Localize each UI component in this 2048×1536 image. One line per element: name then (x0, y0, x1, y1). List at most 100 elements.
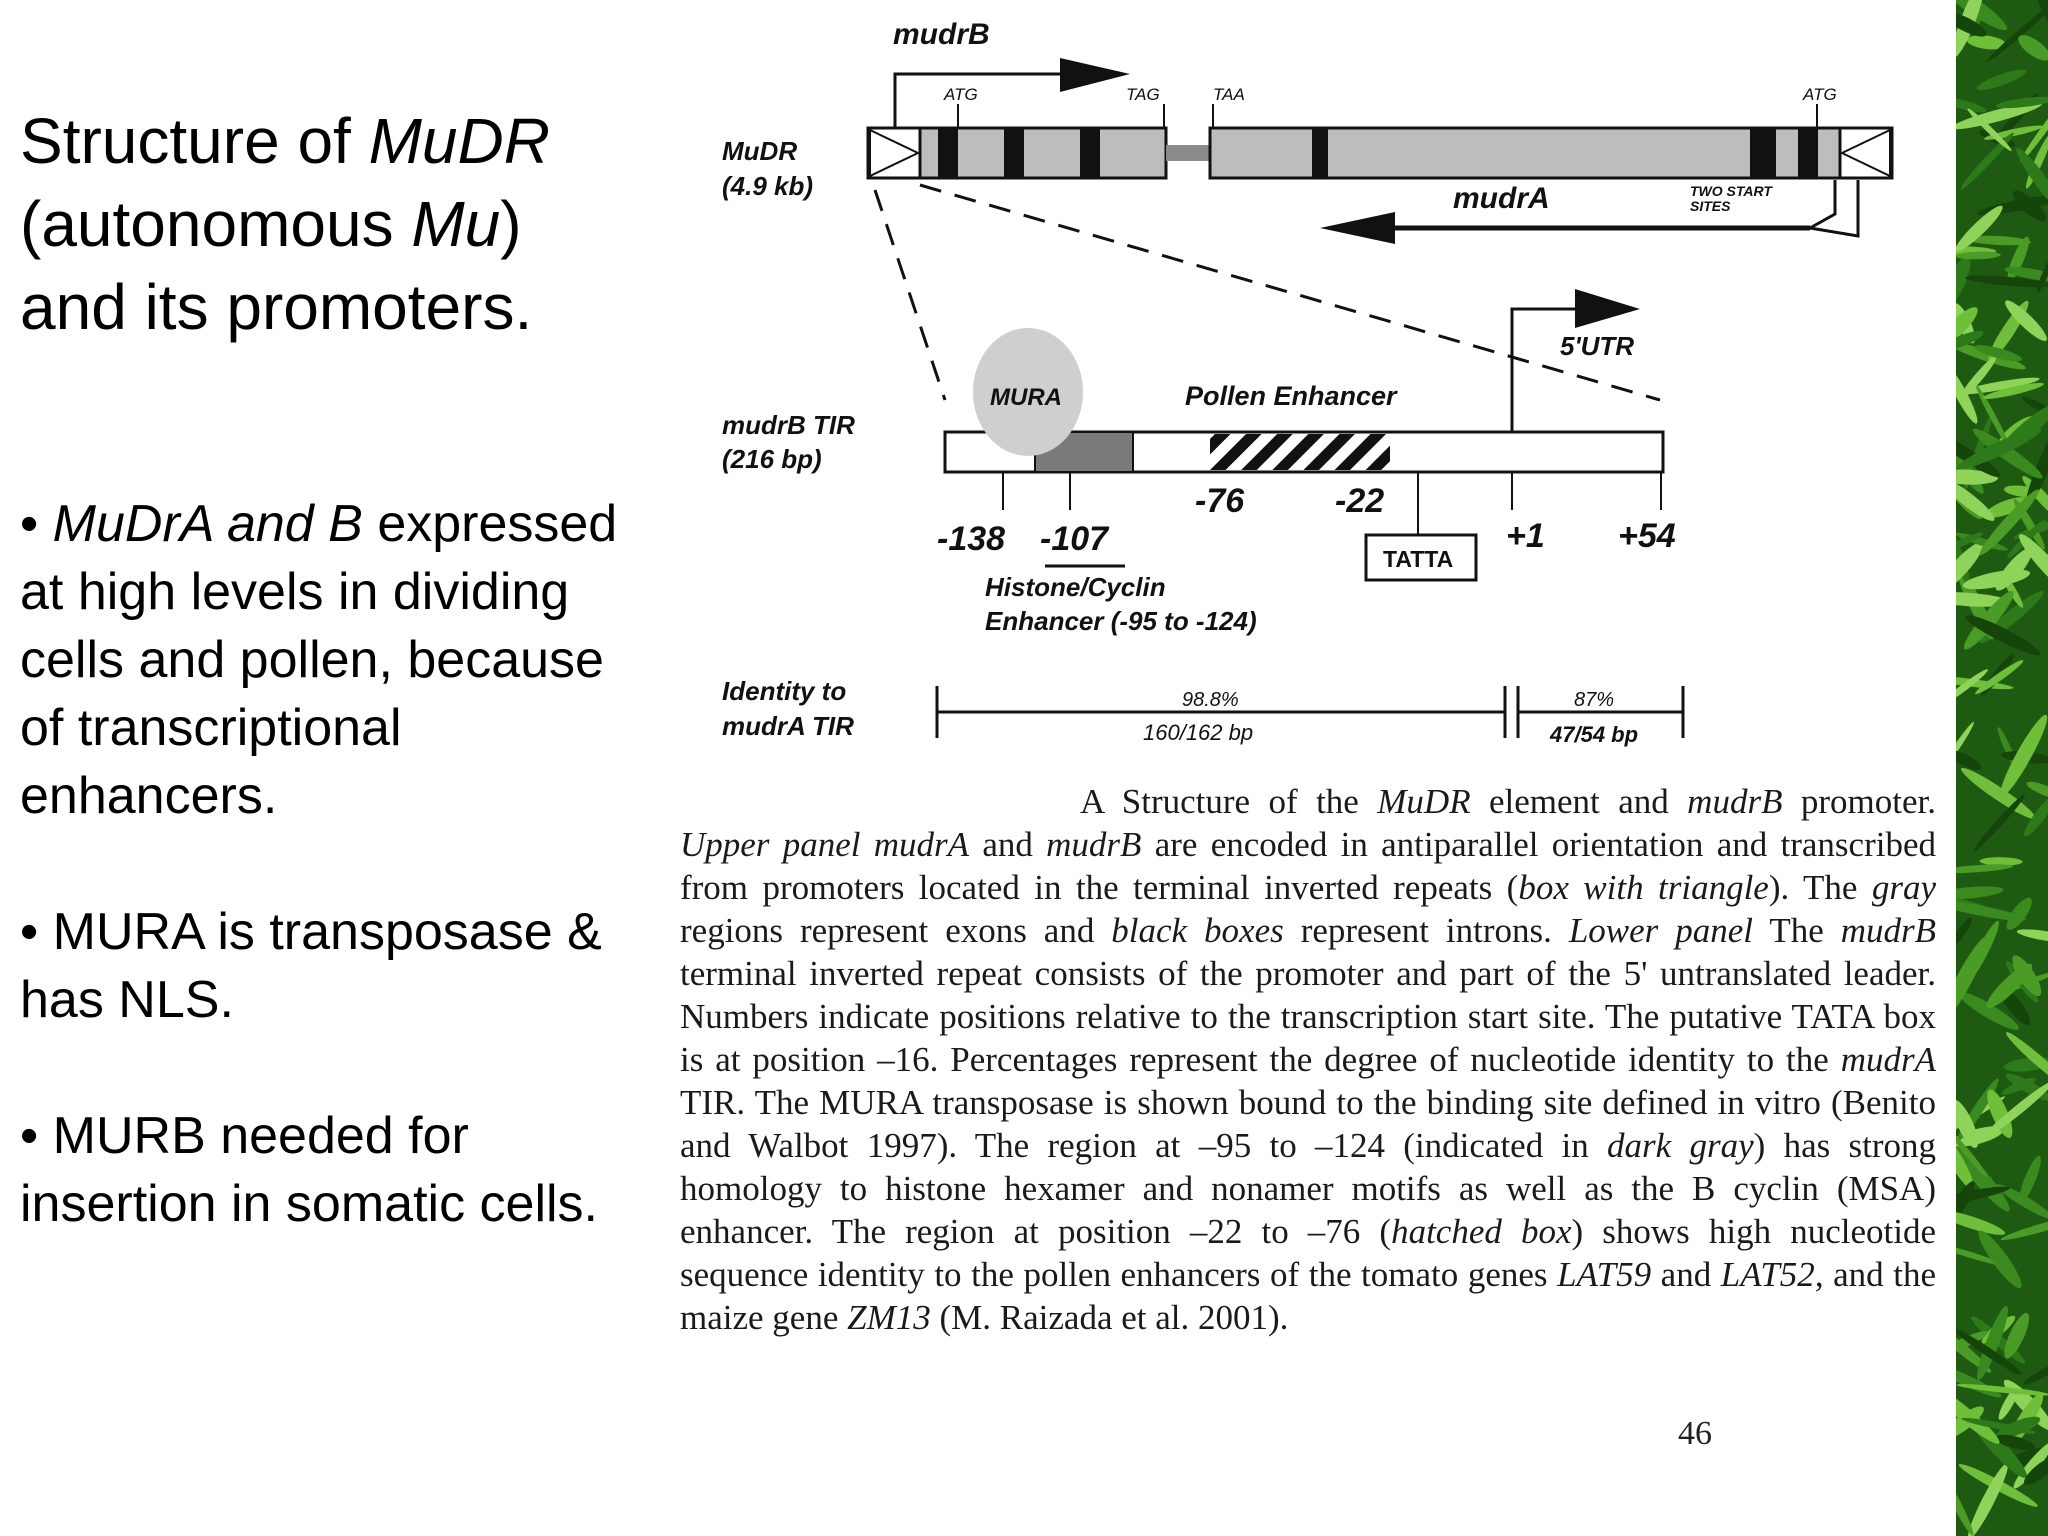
caption-text: element and (1470, 782, 1688, 821)
two-start-sites-line2: SITES (1690, 198, 1731, 214)
caption-text: and (1651, 1255, 1721, 1294)
title-mudr: MuDR (368, 105, 550, 177)
bamboo-leaf (1956, 749, 1982, 771)
bamboo-leaf (1956, 307, 1978, 346)
bamboo-leaf (1956, 342, 2026, 370)
bamboo-leaf (1967, 108, 2012, 152)
caption-text: ) has strong homology to histone hexamer… (680, 1126, 1937, 1251)
tatta-box (1364, 533, 1478, 582)
bamboo-leaf (1956, 12, 1987, 37)
bamboo-leaf (2018, 35, 2048, 61)
title-mu: Mu (411, 188, 501, 260)
intron-box (1312, 128, 1328, 178)
two-start-sites-line1: TWO START (1690, 183, 1773, 199)
bamboo-leaf (2020, 92, 2048, 163)
bamboo-leaf (1956, 721, 1974, 775)
bamboo-leaf (2004, 1312, 2030, 1359)
caption-text: , and the maize gene (680, 1255, 1936, 1337)
mudrb-label: mudrB (893, 18, 990, 51)
identity-label-line2: mudrA TIR (722, 711, 854, 741)
caption-italic: LAT59 (1557, 1255, 1652, 1294)
caption-italic: mudrB (1840, 911, 1936, 950)
identity-bp-2: 47/54 bp (1549, 722, 1638, 747)
bullet-text: MURB needed for insertion in somatic cel… (20, 1107, 598, 1233)
mudr-structure-diagram: mudrB ATG TAG TAA ATG MuDR (4.9 kb) mudr… (722, 18, 1894, 747)
caption-text: A Structure of the (1080, 782, 1378, 821)
caption-italic: black boxes (1111, 911, 1284, 950)
bamboo-leaf (2032, 0, 2048, 29)
caption-italic: dark gray (1607, 1126, 1754, 1165)
caption-text: ). The (1768, 868, 1872, 907)
left-tir-triangle (869, 128, 921, 178)
bamboo-leaf (2019, 1155, 2041, 1203)
bamboo-leaf (2005, 1032, 2048, 1091)
bamboo-leaf (1965, 615, 2041, 656)
caption-text: (M. Raizada et al. 2001). (930, 1298, 1289, 1337)
bamboo-leaf (2016, 929, 2048, 943)
pos-plus-1: +1 (1506, 517, 1545, 555)
bamboo-leaf (1956, 1327, 1992, 1373)
bullet-list: • MuDrA and B expressed at high levels i… (20, 490, 620, 1306)
intron-box (1004, 128, 1024, 178)
intron-box (1798, 128, 1818, 178)
pos-minus-138: -138 (937, 520, 1005, 558)
mura-protein (973, 328, 1083, 456)
bamboo-leaf (1956, 478, 1995, 521)
slide-title: Structure of MuDR (autonomous Mu) and it… (20, 100, 640, 349)
caption-text: terminal inverted repeat consists of the… (680, 954, 1936, 1079)
pollen-enhancer-label: Pollen Enhancer (1185, 381, 1398, 411)
bamboo-leaf (1956, 251, 2001, 260)
bamboo-leaf (1956, 1186, 2010, 1207)
bullet-item: • MURB needed for insertion in somatic c… (20, 1102, 620, 1238)
bamboo-leaf (1956, 1210, 2006, 1235)
bamboo-leaf (1956, 255, 1971, 306)
utr-arrowhead (1575, 289, 1640, 328)
bamboo-leaf (1958, 355, 1997, 401)
bamboo-leaf (2036, 252, 2048, 294)
histone-label-line1: Histone/Cyclin (985, 572, 1166, 602)
pos-minus-22: -22 (1335, 482, 1384, 520)
caption-italic: hatched box (1391, 1212, 1572, 1251)
utr-label: 5'UTR (1560, 331, 1634, 361)
bullet-marker: • (20, 1107, 53, 1165)
bullet-item: • MuDrA and B expressed at high levels i… (20, 490, 620, 830)
zoom-line-left (873, 189, 947, 401)
bamboo-leaf (1972, 428, 2043, 479)
caption-italic: Upper panel mudrA (680, 825, 970, 864)
bamboo-leaf (1956, 1385, 2000, 1444)
caption-italic: box with triangle (1518, 868, 1769, 907)
bamboo-leaf (1956, 864, 2014, 874)
bamboo-leaf (1983, 1080, 2048, 1139)
histone-label-line2: Enhancer (-95 to -124) (985, 606, 1257, 636)
bullet-emphasis: MuDrA and B (52, 495, 363, 553)
mudrb-arrowhead (1060, 58, 1130, 92)
bamboo-leaf (1978, 1230, 2022, 1289)
tag-label: TAG (1126, 85, 1160, 104)
bullet-marker: • (20, 903, 53, 961)
caption-italic: ZM13 (847, 1298, 931, 1337)
zoom-line-right (919, 183, 1661, 402)
mura-label: MURA (990, 384, 1062, 411)
utr-arrow-line (1510, 307, 1585, 432)
identity-pct-2: 87% (1574, 689, 1614, 711)
taa-label: TAA (1213, 85, 1245, 104)
bamboo-leaf (1998, 1386, 2019, 1420)
bamboo-leaf (1956, 592, 2011, 607)
bullet-item: • MURA is transposase & has NLS. (20, 898, 620, 1034)
pollen-enhancer-region (1210, 434, 1390, 470)
mudrb-arrow-line (893, 72, 1060, 130)
caption-italic: mudrA (1840, 1040, 1936, 1079)
caption-text: represent introns. (1283, 911, 1569, 950)
caption-italic: Lower panel (1568, 911, 1754, 950)
intron-box (1080, 128, 1100, 178)
caption-italic: mudrB (1046, 825, 1142, 864)
bullet-text: MURA is transposase & has NLS. (20, 903, 602, 1029)
atg-right-label: ATG (1802, 85, 1837, 104)
bamboo-leaf (1995, 548, 2033, 591)
bamboo-leaf (1956, 102, 2043, 130)
mudr-size: (4.9 kb) (722, 171, 813, 201)
bamboo-leaf (1956, 900, 2027, 921)
bamboo-leaf (1956, 435, 2001, 478)
bamboo-leaf (2000, 1213, 2048, 1241)
figure-caption: A Structure of the MuDR element and mudr… (680, 780, 1936, 1339)
